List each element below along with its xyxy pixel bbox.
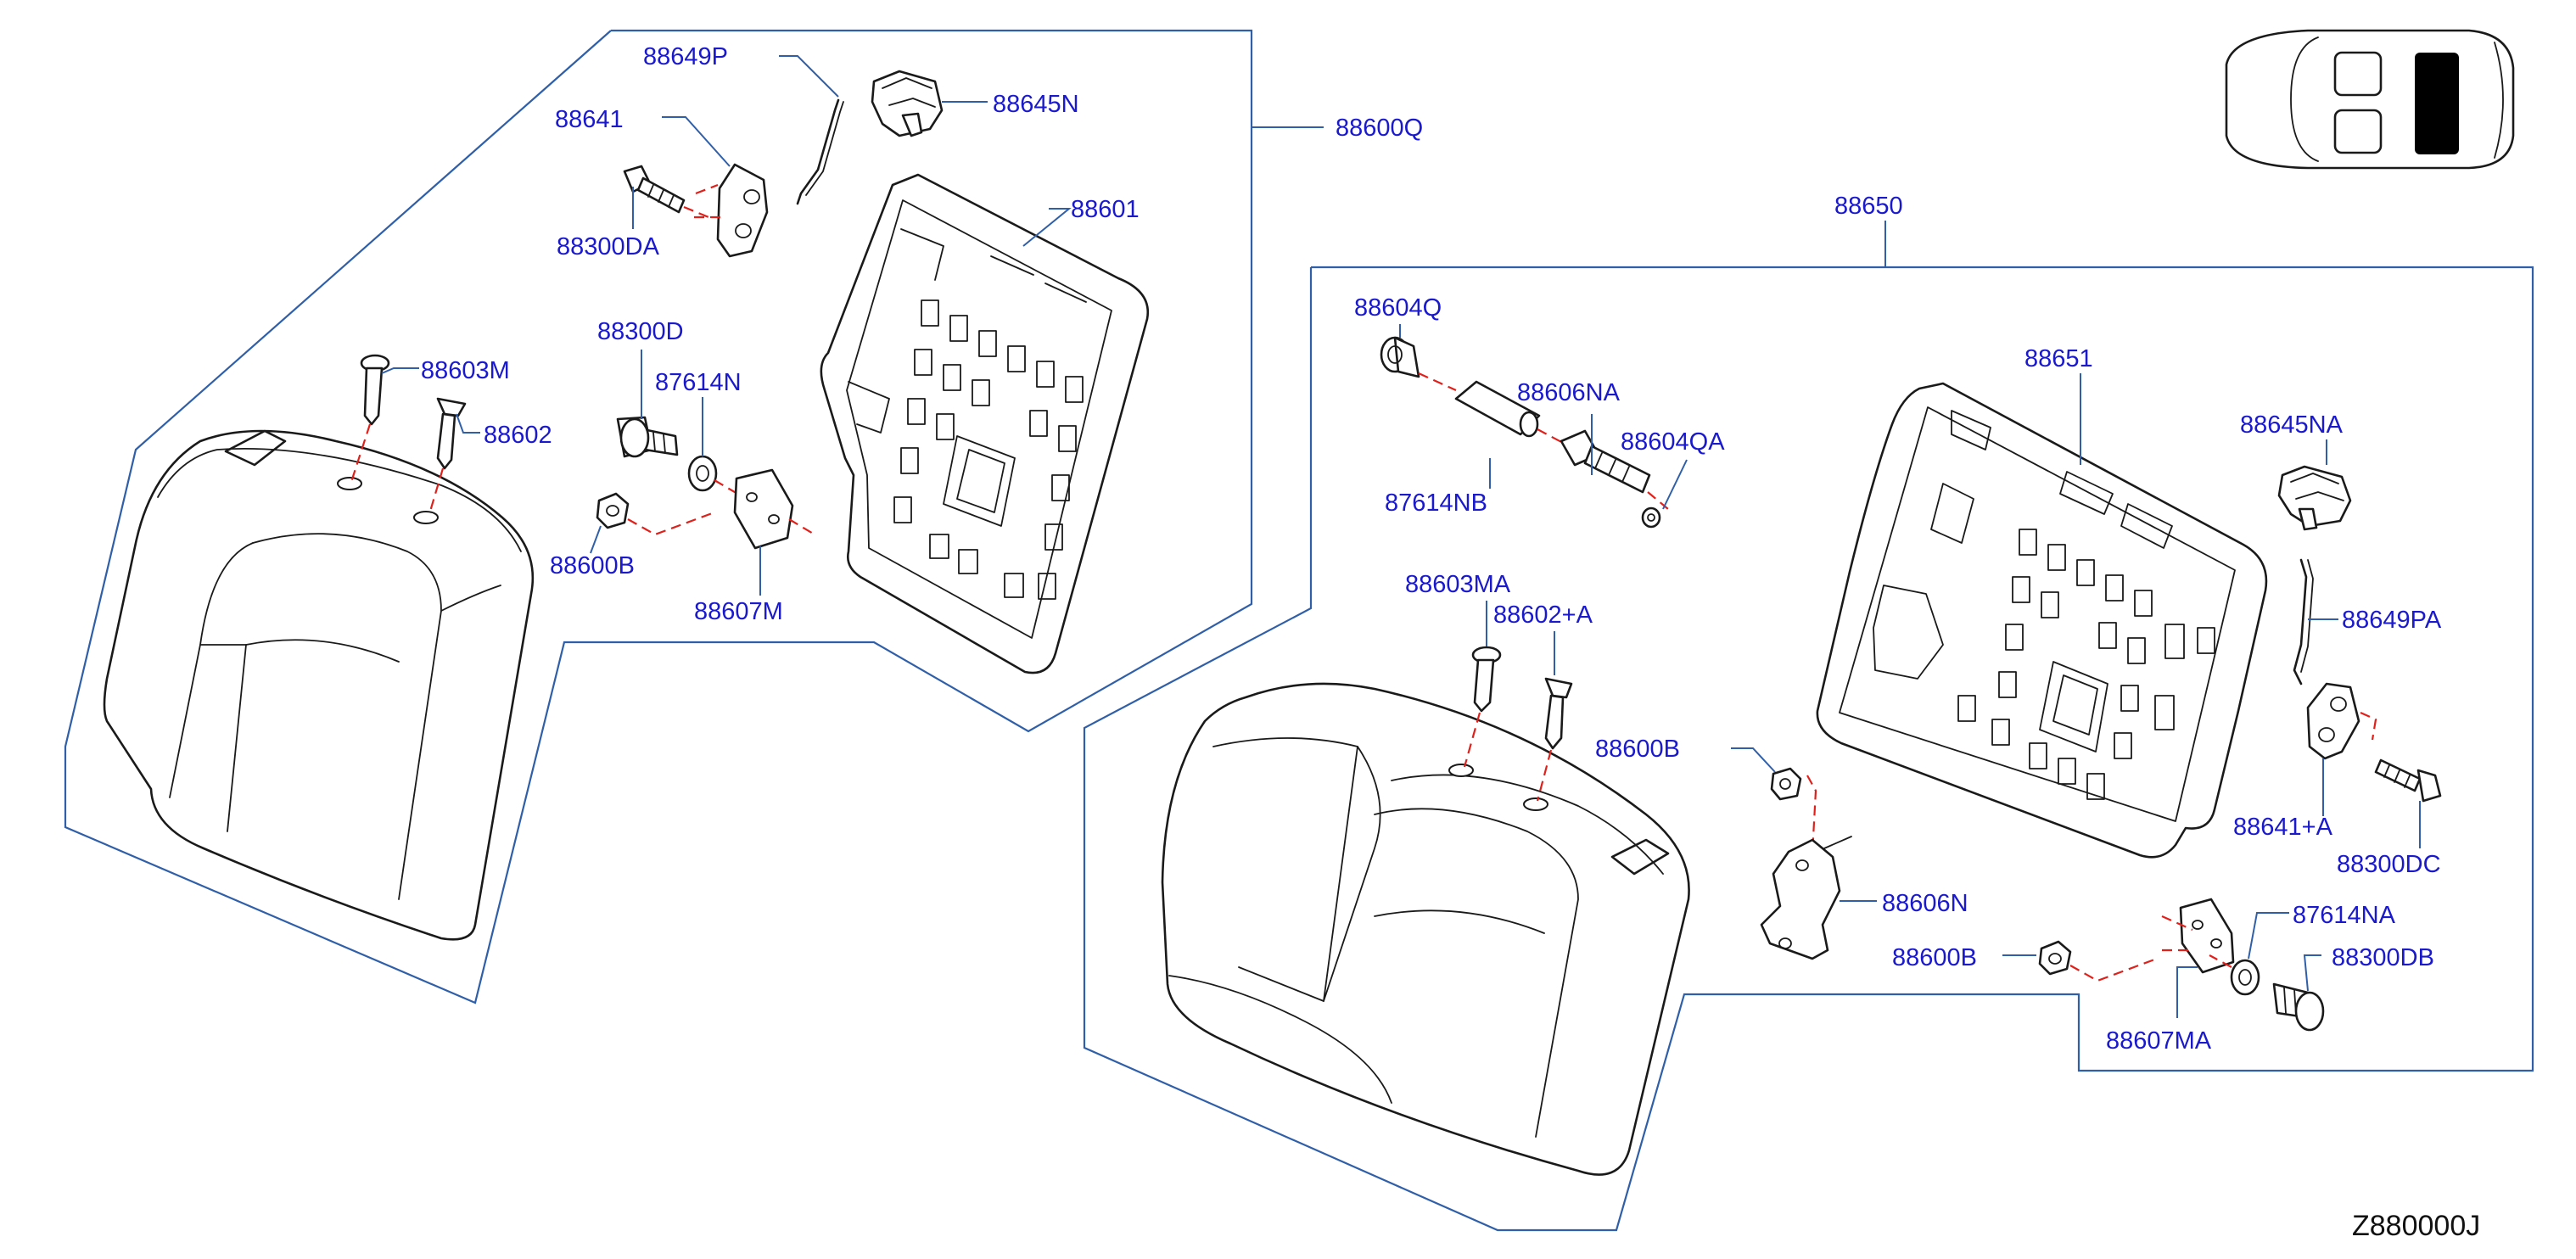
callout-88300DB[interactable]: 88300DB — [2332, 944, 2434, 971]
rod-88649P — [796, 98, 844, 205]
callout-88607M[interactable]: 88607M — [694, 598, 783, 625]
callout-88651[interactable]: 88651 — [2024, 345, 2093, 372]
hinge-88641A — [2306, 682, 2377, 760]
callout-88645N[interactable]: 88645N — [993, 91, 1079, 118]
bracket-88606N — [1760, 836, 1852, 960]
bolt-88300DB — [2272, 982, 2325, 1032]
highlight-rear-seat-right — [2415, 53, 2459, 154]
callout-88600B-mid[interactable]: 88600B — [1595, 736, 1680, 763]
callout-88600Q[interactable]: 88600Q — [1336, 115, 1423, 142]
seatback-frame-88651 — [1816, 382, 2268, 859]
callout-88604Q[interactable]: 88604Q — [1354, 294, 1442, 322]
washer-87614N — [687, 455, 744, 498]
nut-88600B-mid — [1770, 767, 1817, 854]
callout-87614NB[interactable]: 87614NB — [1385, 490, 1487, 517]
bracket-88607MA — [2161, 898, 2235, 974]
bolt-88300D — [616, 416, 679, 458]
nut-88600B-left — [596, 492, 715, 536]
callout-88607MA[interactable]: 88607MA — [2106, 1027, 2212, 1055]
bolt-88300DA — [623, 165, 714, 221]
callout-88641-plus-A[interactable]: 88641+A — [2233, 814, 2333, 841]
group-frame-88650 — [1083, 266, 2534, 1232]
callout-88300D[interactable]: 88300D — [597, 318, 684, 345]
clip-88602 — [428, 397, 467, 515]
callout-88600B-left[interactable]: 88600B — [550, 552, 635, 579]
pin-88603MA — [1463, 646, 1502, 768]
bracket-88607M — [733, 468, 815, 550]
seatback-frame-88601 — [820, 173, 1150, 674]
bolt-88300DC — [2374, 758, 2442, 803]
callout-87614N[interactable]: 87614N — [655, 369, 742, 396]
lock-88645NA — [2277, 465, 2352, 531]
callout-88649P[interactable]: 88649P — [643, 43, 728, 70]
callout-88602-plus-A[interactable]: 88602+A — [1493, 602, 1593, 629]
lock-88645N — [871, 70, 944, 137]
pin-88603M — [350, 354, 390, 483]
callout-88601[interactable]: 88601 — [1071, 196, 1140, 223]
callout-88649PA[interactable]: 88649PA — [2342, 607, 2442, 634]
callout-88602[interactable]: 88602 — [484, 422, 552, 449]
callout-88300DA[interactable]: 88300DA — [557, 233, 660, 260]
callout-88606N[interactable]: 88606N — [1882, 890, 1968, 917]
group-frame-88600Q — [64, 29, 1253, 1004]
nut-88600B-low — [2038, 940, 2158, 982]
callout-88604QA[interactable]: 88604QA — [1621, 428, 1725, 456]
washer-87614NA — [2209, 954, 2260, 996]
callout-88603M[interactable]: 88603M — [421, 357, 510, 384]
shaft-88606NA — [1560, 429, 1669, 510]
callout-88603MA[interactable]: 88603MA — [1405, 571, 1511, 598]
callout-88600B-low[interactable]: 88600B — [1892, 944, 1977, 971]
callout-88645NA[interactable]: 88645NA — [2240, 411, 2344, 439]
hinge-88641 — [694, 163, 769, 258]
callout-88650[interactable]: 88650 — [1834, 193, 1903, 220]
callout-87614NA[interactable]: 87614NA — [2293, 902, 2396, 929]
vehicle-top-view-icon — [2225, 29, 2515, 170]
callout-88606NA[interactable]: 88606NA — [1517, 379, 1621, 406]
clip-88602A — [1536, 677, 1573, 802]
callout-88641[interactable]: 88641 — [555, 106, 624, 133]
leader-lines — [381, 55, 2421, 1018]
washer-88604QA — [1641, 506, 1661, 529]
seat-back-cushion-left — [103, 429, 535, 941]
tube-87614NB — [1454, 380, 1564, 444]
bushing-88604Q — [1380, 336, 1457, 392]
seat-back-cushion-right — [1161, 682, 1690, 1176]
callout-88300DC[interactable]: 88300DC — [2337, 851, 2441, 878]
rod-88649PA — [2293, 558, 2314, 685]
diagram-code: Z880000J — [2352, 1210, 2480, 1242]
